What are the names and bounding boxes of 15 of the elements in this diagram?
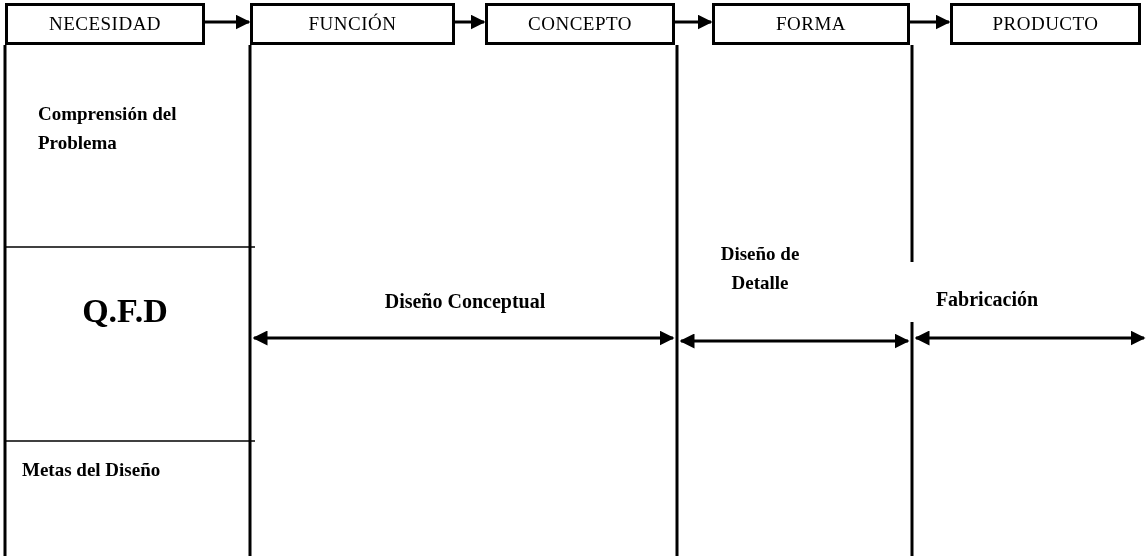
stage-label: Diseño Conceptual xyxy=(383,289,547,315)
stage-label: Metas del Diseño xyxy=(22,458,162,482)
stage-box: NECESIDAD xyxy=(5,3,205,45)
stage-box: CONCEPTO xyxy=(485,3,675,45)
arrow xyxy=(910,14,951,30)
stage-box: PRODUCTO xyxy=(950,3,1141,45)
stage-box: FORMA xyxy=(712,3,910,45)
stage-label: Fabricación xyxy=(934,287,1040,312)
arrow xyxy=(205,14,251,30)
stage-label: Comprensión del Problema xyxy=(38,102,178,155)
stage-label: Diseño de Detalle xyxy=(719,242,801,295)
arrow xyxy=(455,14,486,30)
stage-label: Q.F.D xyxy=(81,291,169,331)
arrow xyxy=(675,14,713,30)
stage-box: FUNCIÓN xyxy=(250,3,455,45)
